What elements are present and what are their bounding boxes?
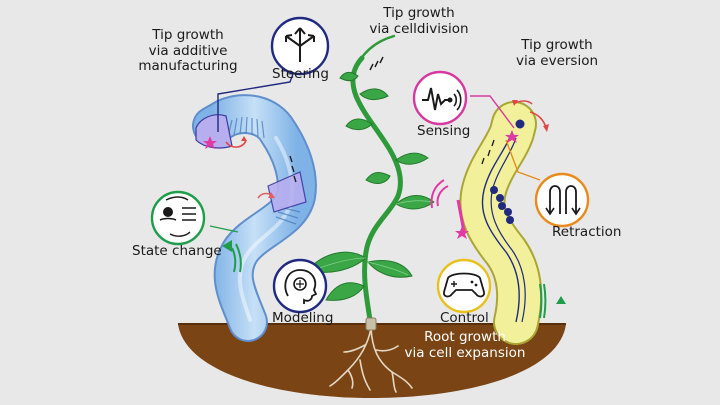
label-modeling: Modeling [272, 310, 334, 326]
sensing-icon [412, 70, 468, 126]
state-change-icon [150, 190, 206, 246]
blue-tip-star [203, 136, 217, 149]
label-root-line2: via cell expansion [404, 344, 526, 361]
plant-stem [350, 55, 403, 329]
yellow-green-marker [556, 296, 566, 304]
label-sensing: Sensing [417, 123, 471, 139]
label-additive-line2: via additive [148, 42, 228, 59]
label-control: Control [440, 310, 489, 326]
plant-base-segment [365, 317, 377, 331]
steering-icon [270, 16, 330, 76]
label-root-growth: Root growth via cell expansion [390, 329, 540, 361]
label-celldivision-line2: via celldivision [369, 20, 469, 37]
label-additive-line3: manufacturing [138, 58, 238, 75]
label-eversion-line1: Tip growth [521, 37, 593, 53]
plant-leaves [307, 71, 435, 301]
label-state-change: State change [132, 243, 222, 259]
label-additive-line1: Tip growth [152, 27, 224, 43]
label-eversion: Tip growth via eversion [502, 37, 612, 69]
label-root-line1: Root growth [424, 329, 506, 345]
label-steering: Steering [272, 66, 329, 82]
label-eversion-line2: via eversion [515, 52, 599, 69]
yellow-robot-sensors [490, 119, 525, 224]
label-retraction: Retraction [552, 224, 622, 240]
modeling-icon [272, 258, 328, 314]
gamepad-icon [436, 258, 492, 314]
label-additive-manufacturing: Tip growth via additive manufacturing [128, 27, 248, 75]
blue-green-marker [222, 240, 232, 252]
retraction-icon [534, 172, 590, 228]
soil [178, 324, 566, 398]
label-cell-division: Tip growth via celldivision [354, 5, 484, 37]
plant-roots [329, 327, 413, 393]
label-celldivision-line1: Tip growth [383, 5, 455, 21]
